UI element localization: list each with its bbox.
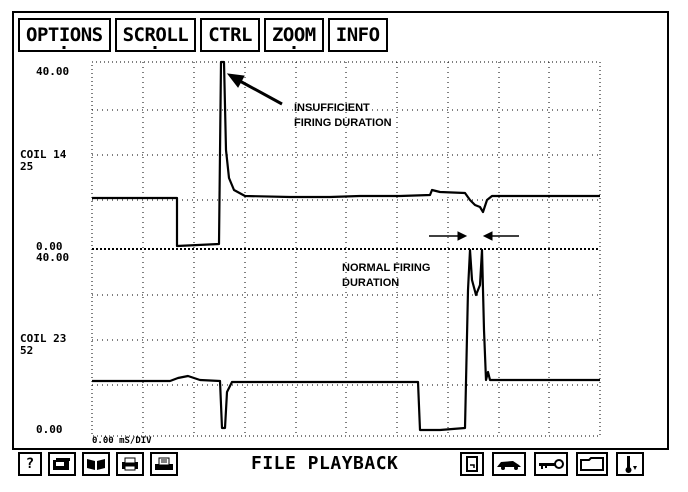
key-icon [539, 459, 564, 469]
annotation-line: NORMAL FIRING [342, 262, 431, 274]
open-book-button[interactable] [82, 452, 110, 476]
printer-icon [122, 457, 138, 471]
folder-button[interactable] [576, 452, 608, 476]
ctrl-label: CTRL [208, 24, 252, 46]
print-out-button[interactable] [150, 452, 178, 476]
bottom-toolbar: ? FILE PLAYBACK [18, 452, 678, 478]
print-button[interactable] [116, 452, 144, 476]
status-text: FILE PLAYBACK [251, 453, 399, 474]
annotation-line: INSUFFICIENT [294, 102, 370, 114]
channel1-number: 25 [20, 160, 34, 173]
channel2-name: COIL 23 [20, 332, 67, 345]
zoom-menu[interactable]: ZOOM [263, 18, 324, 52]
thermometer-icon [625, 456, 637, 473]
printer-out-icon [155, 457, 173, 470]
channel2-top-value: 40.00 [36, 251, 70, 264]
help-button[interactable]: ? [18, 452, 42, 476]
scroll-label: SCROLL [122, 24, 189, 46]
dropdown-indicator-icon [62, 46, 66, 49]
vehicle-button[interactable] [492, 452, 526, 476]
key-button[interactable] [534, 452, 568, 476]
help-label: ? [25, 456, 35, 472]
coil23-trace [92, 248, 600, 432]
file-button[interactable] [460, 452, 484, 476]
annotation-line: DURATION [342, 277, 400, 289]
dropdown-indicator-icon [153, 46, 157, 49]
channel2-bottom-value: 0.00 [36, 423, 63, 436]
insufficient-annotation: INSUFFICIENT FIRING DURATION [294, 101, 392, 131]
car-icon [497, 461, 521, 470]
ctrl-menu[interactable]: CTRL [200, 18, 260, 52]
menu-bar: OPTIONS SCROLL CTRL ZOOM INFO [18, 18, 388, 54]
duration-markers [429, 231, 519, 241]
info-menu[interactable]: INFO [327, 18, 388, 52]
scroll-menu[interactable]: SCROLL [114, 18, 197, 52]
timebase-label: 0.00 mS/DIV [92, 436, 152, 446]
save-button[interactable] [48, 452, 76, 476]
channel2-number: 52 [20, 344, 34, 357]
dropdown-indicator-icon [292, 46, 296, 49]
annotation-line: FIRING DURATION [294, 117, 392, 129]
book-icon [87, 459, 105, 470]
options-label: OPTIONS [26, 24, 103, 46]
zoom-label: ZOOM [271, 24, 316, 46]
options-menu[interactable]: OPTIONS [18, 18, 111, 52]
folder-icon [580, 457, 604, 471]
info-label: INFO [335, 24, 380, 46]
channel1-name: COIL 14 [20, 148, 67, 161]
channel1-top-value: 40.00 [36, 65, 70, 78]
insufficient-arrow [226, 73, 283, 106]
coil14-trace [92, 60, 600, 248]
normal-annotation: NORMAL FIRING DURATION [342, 261, 430, 291]
disk-icon [53, 458, 70, 470]
screen-frame [12, 11, 669, 450]
temperature-button[interactable] [616, 452, 644, 476]
file-icon [466, 456, 478, 472]
channel1-bottom-value: 0.00 [36, 240, 63, 253]
